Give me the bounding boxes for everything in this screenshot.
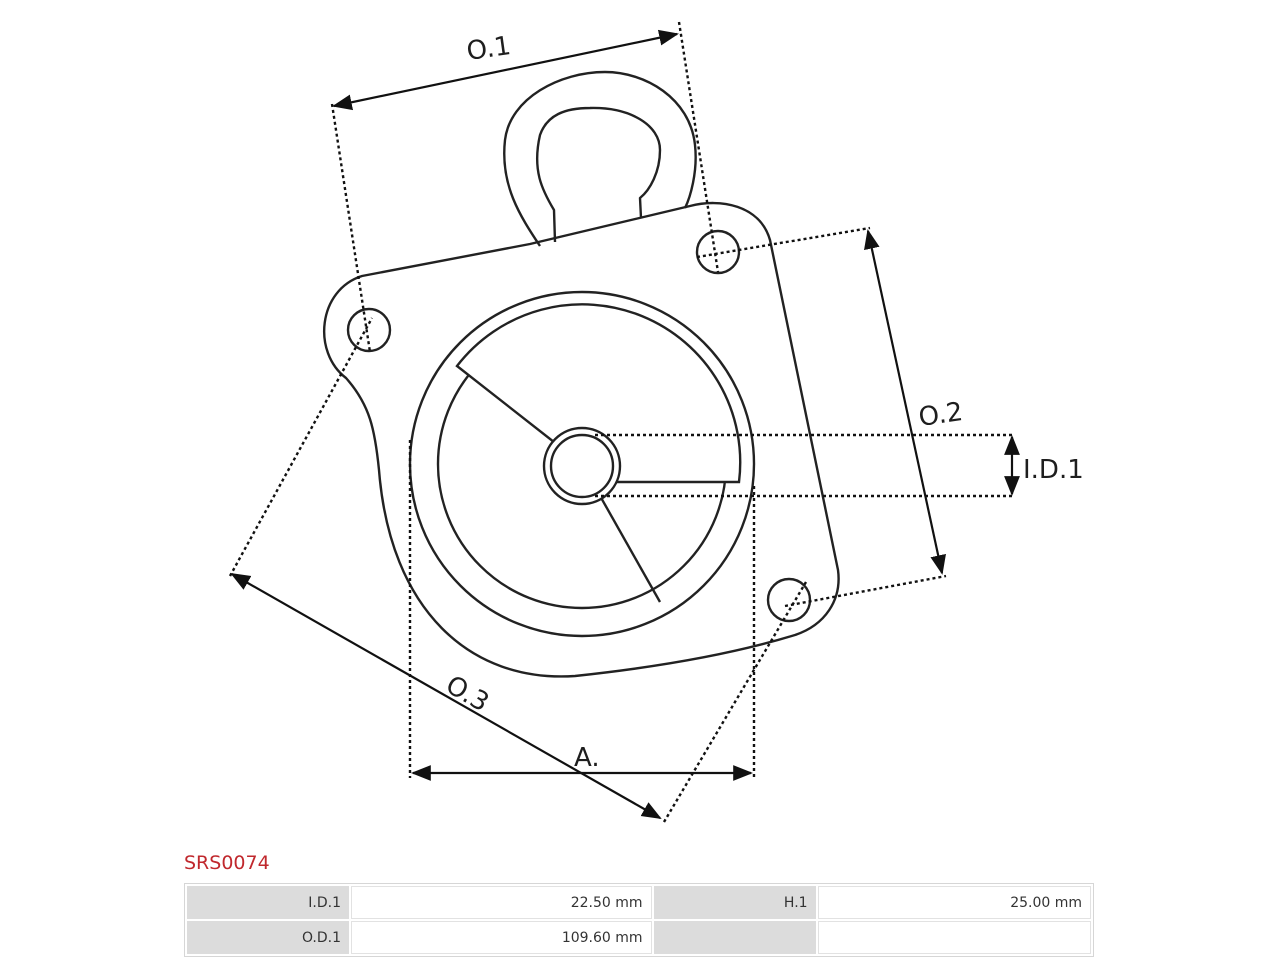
- spec-value: 22.50 mm: [351, 886, 652, 919]
- spec-label: [653, 921, 816, 954]
- spec-value: 25.00 mm: [817, 886, 1091, 919]
- o1-extension-left: [330, 103, 372, 353]
- technical-drawing: O.1 O.2 I.D.1 O.3 A.: [228, 21, 1084, 823]
- o2-label: O.2: [917, 397, 965, 433]
- part-code: SRS0074: [184, 852, 270, 874]
- sector-cutout: [455, 303, 742, 484]
- mounting-hole-left: [346, 307, 392, 353]
- spec-label: I.D.1: [187, 886, 349, 919]
- spec-value: [817, 921, 1091, 954]
- o1-dimension-arrow: [332, 29, 679, 111]
- mounting-hole-bottom-right: [766, 577, 812, 623]
- top-lug-outer: [503, 70, 697, 247]
- shaft-bore-inner: [549, 433, 615, 499]
- spec-label: H.1: [653, 886, 816, 919]
- a-label: A.: [574, 743, 600, 773]
- o3-extension-left: [228, 317, 374, 577]
- table-row: I.D.1 22.50 mm H.1 25.00 mm: [187, 886, 1091, 919]
- table-row: O.D.1 109.60 mm: [187, 921, 1091, 954]
- o3-label: O.3: [441, 670, 494, 718]
- o3-extension-right: [662, 581, 808, 823]
- shaft-bore-outer: [542, 426, 622, 506]
- mounting-hole-top-right: [695, 229, 741, 275]
- spec-value: 109.60 mm: [351, 921, 652, 954]
- id1-label: I.D.1: [1023, 455, 1084, 485]
- spec-label: O.D.1: [187, 921, 349, 954]
- o1-label: O.1: [465, 31, 513, 67]
- specs-table: I.D.1 22.50 mm H.1 25.00 mm O.D.1 109.60…: [184, 883, 1094, 957]
- o1-extension-right: [677, 21, 720, 273]
- o2-extension-top: [696, 226, 871, 259]
- top-lug-inner: [536, 106, 662, 243]
- o2-dimension-arrow: [864, 229, 946, 575]
